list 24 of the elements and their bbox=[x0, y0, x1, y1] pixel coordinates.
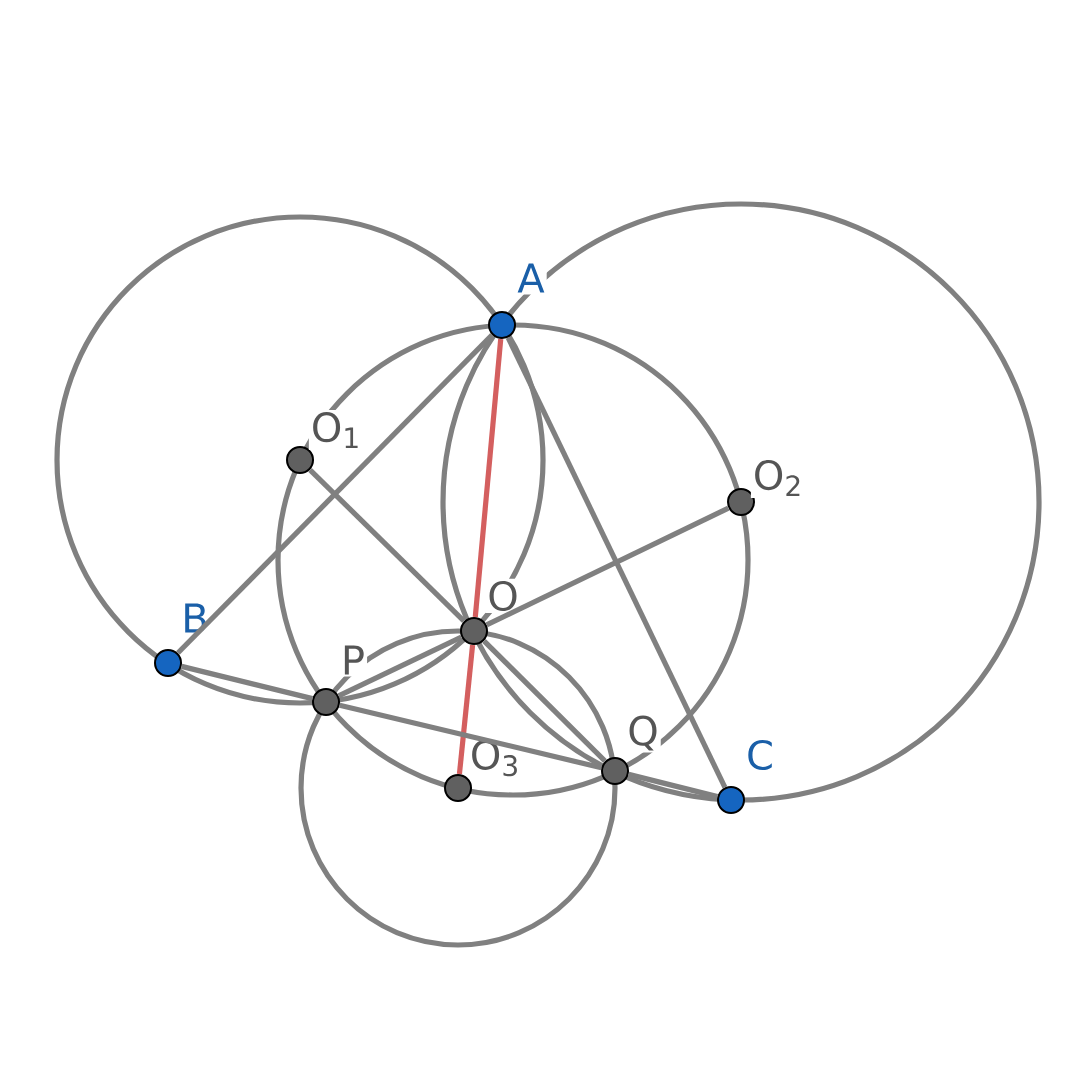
point-dot bbox=[154, 649, 182, 677]
point-label: O$_{2}$ bbox=[750, 457, 806, 499]
point-dot bbox=[601, 757, 629, 785]
point-label: P bbox=[338, 643, 368, 677]
line-segment bbox=[339, 702, 602, 771]
point-label: O$_{1}$ bbox=[308, 410, 364, 450]
point-label: A bbox=[515, 261, 547, 295]
line-segment bbox=[505, 336, 728, 789]
point-label: O bbox=[485, 578, 521, 614]
point-label: Q bbox=[625, 713, 661, 753]
point-dot bbox=[286, 446, 314, 474]
point-label: C bbox=[744, 737, 776, 773]
line-segment bbox=[176, 333, 494, 655]
point-dot bbox=[717, 786, 745, 814]
point-dot bbox=[312, 688, 340, 716]
line-segment bbox=[308, 467, 466, 624]
point-dot bbox=[727, 488, 755, 516]
point-dot bbox=[488, 311, 516, 339]
line-segment bbox=[456, 644, 476, 775]
line-segment bbox=[482, 639, 607, 763]
point-dot bbox=[444, 774, 472, 802]
line-segment bbox=[337, 634, 463, 699]
line-segment bbox=[472, 338, 504, 618]
line-segment bbox=[485, 505, 730, 628]
